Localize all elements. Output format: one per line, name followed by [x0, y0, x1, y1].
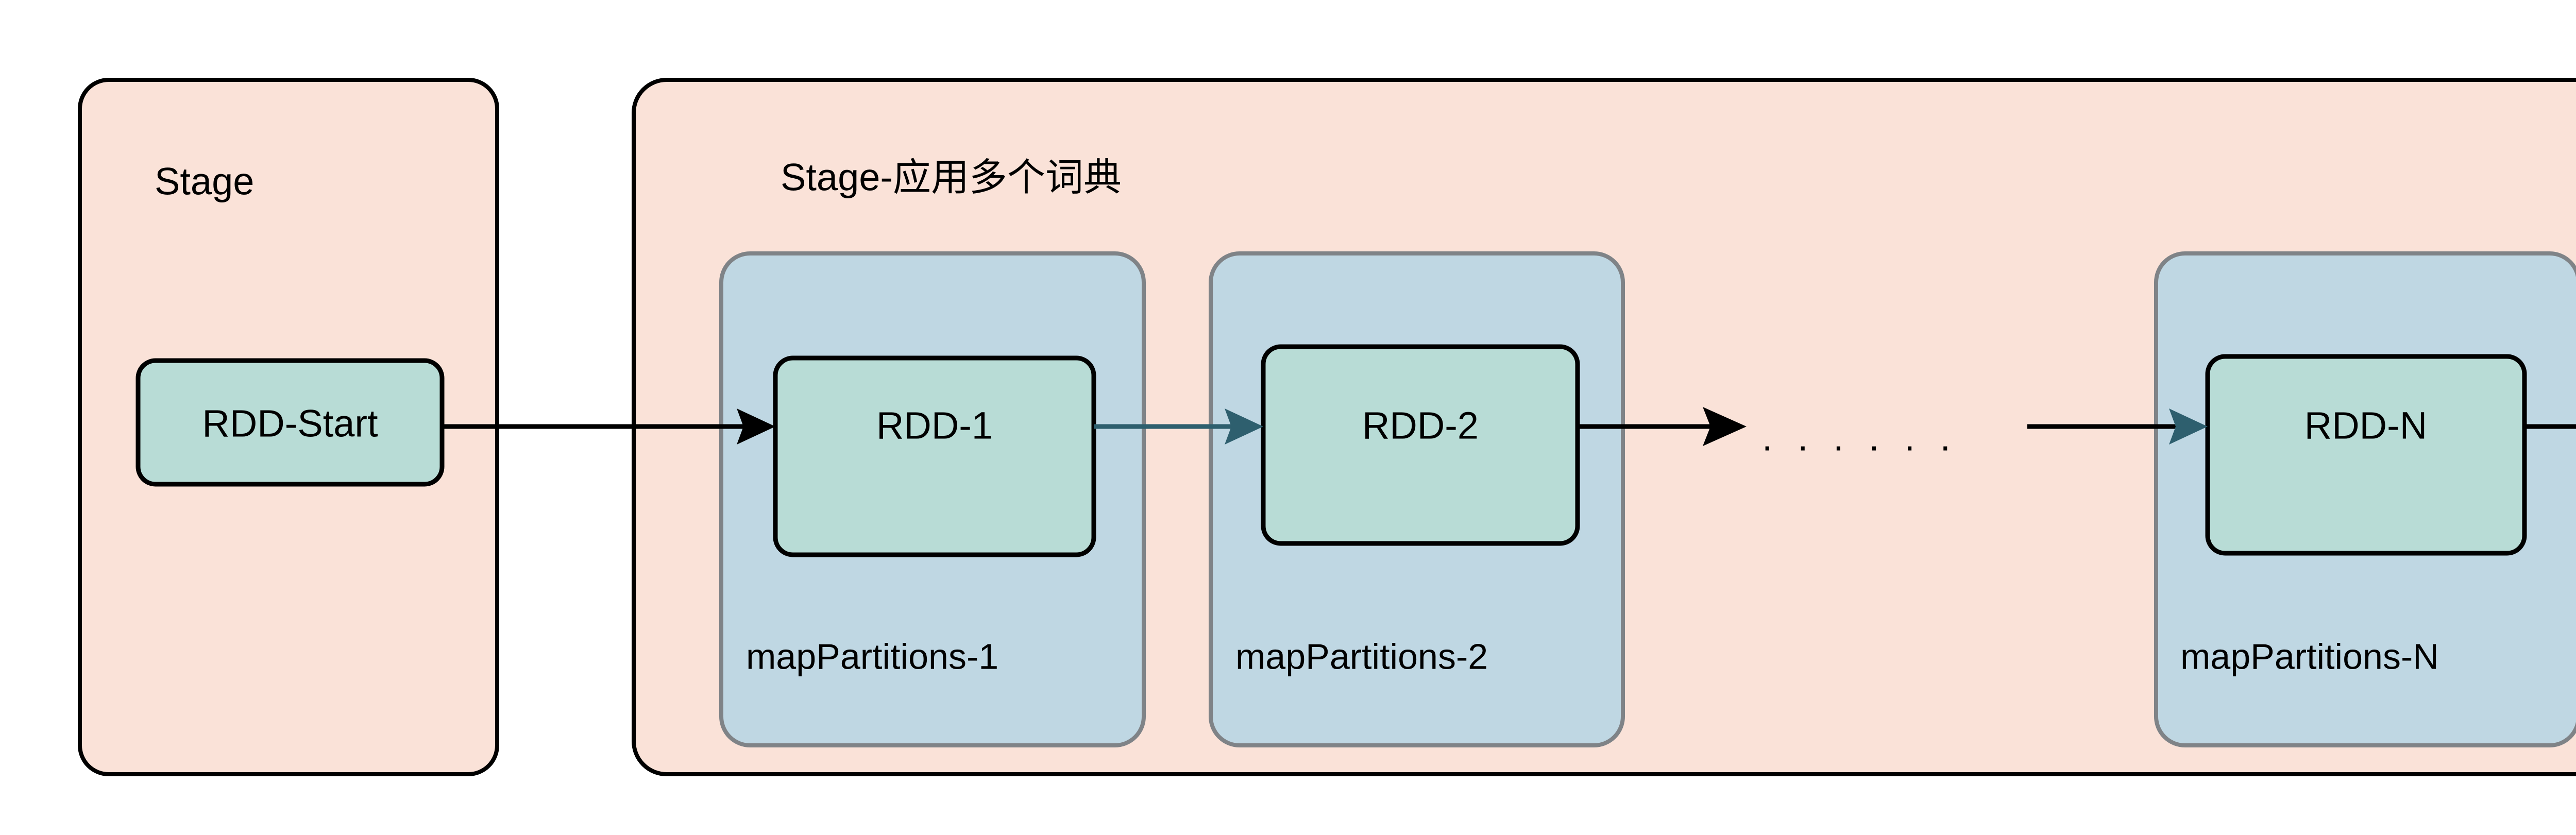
partition-n[interactable]: RDD-N mapPartitions-N [2154, 251, 2576, 747]
rdd-2-box[interactable] [1261, 344, 1580, 546]
rdd-start-box[interactable] [135, 358, 445, 487]
rdd-2-label: RDD-2 [1362, 404, 1479, 447]
rdd-1-box[interactable] [773, 355, 1096, 557]
ellipsis-indicator: . . . . . . [1762, 416, 1958, 459]
edge-rdd1-to-rdd2 [1094, 408, 1263, 445]
partition-1[interactable]: RDD-1 mapPartitions-1 [719, 251, 1146, 747]
stage-middle-title: Stage-应用多个词典 [781, 156, 1122, 199]
partition-1-label: mapPartitions-1 [746, 636, 998, 676]
stage-left[interactable]: Stage RDD-Start [78, 78, 499, 776]
partition-2-label: mapPartitions-2 [1235, 636, 1488, 676]
rdd-start-label: RDD-Start [202, 402, 378, 445]
edge-start-to-rdd1 [442, 408, 775, 445]
partition-n-label: mapPartitions-N [2180, 636, 2439, 676]
rdd-n-label: RDD-N [2304, 404, 2427, 447]
partition-2[interactable]: RDD-2 mapPartitions-2 [1209, 251, 1625, 747]
rdd-1-label: RDD-1 [876, 404, 993, 447]
rdd-n-box[interactable] [2205, 354, 2527, 556]
stage-left-title: Stage [155, 160, 254, 203]
edge-rdd2-to-gap [1578, 407, 1747, 446]
edge-gap-to-rddn [2027, 408, 2208, 445]
